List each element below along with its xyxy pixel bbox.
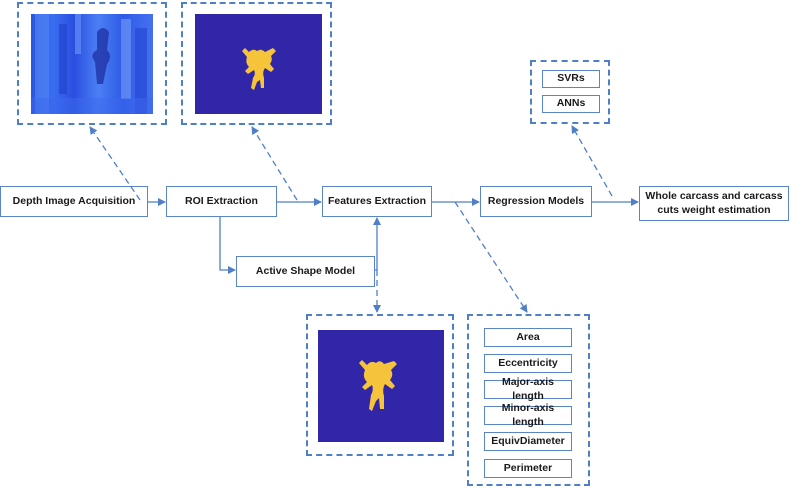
- feature-minor-axis-length: Minor-axis length: [484, 402, 572, 428]
- carcass-silhouette-bottom: [359, 360, 397, 411]
- svrs-item: SVRs: [542, 70, 600, 88]
- feature-equivdiameter: EquivDiameter: [484, 432, 572, 451]
- feature-major-axis-length: Major-axis length: [484, 376, 572, 402]
- arrow-asm-to-features: [373, 217, 381, 271]
- regression-models-group: SVRs ANNs: [530, 60, 610, 124]
- weight-estimation-box: Whole carcass and carcass cuts weight es…: [639, 186, 789, 221]
- anns-item: ANNs: [542, 95, 600, 113]
- arrow-roi-to-asm: [219, 217, 236, 274]
- depth-image-acquisition-box: Depth Image Acquisition: [0, 186, 148, 217]
- feature-eccentricity: Eccentricity: [484, 354, 572, 373]
- roi-mask-group: [181, 2, 332, 125]
- carcass-silhouette-top: [242, 48, 276, 90]
- features-extraction-box: Features Extraction: [322, 186, 432, 217]
- depth-image-group: [17, 2, 167, 125]
- roi-extraction-box: ROI Extraction: [166, 186, 277, 217]
- depth-image: [31, 14, 153, 114]
- feature-perimeter: Perimeter: [484, 459, 572, 478]
- dashed-arrow-to-features-group: [454, 201, 528, 313]
- feature-area: Area: [484, 328, 572, 347]
- depth-image-shapes: [31, 14, 153, 114]
- regression-models-box: Regression Models: [480, 186, 592, 217]
- roi-mask-image: [195, 14, 322, 114]
- active-shape-model-box: Active Shape Model: [236, 256, 375, 287]
- asm-mask-image: [318, 330, 444, 442]
- asm-mask-group: [306, 314, 454, 456]
- features-group: Area Eccentricity Major-axis length Mino…: [467, 314, 590, 486]
